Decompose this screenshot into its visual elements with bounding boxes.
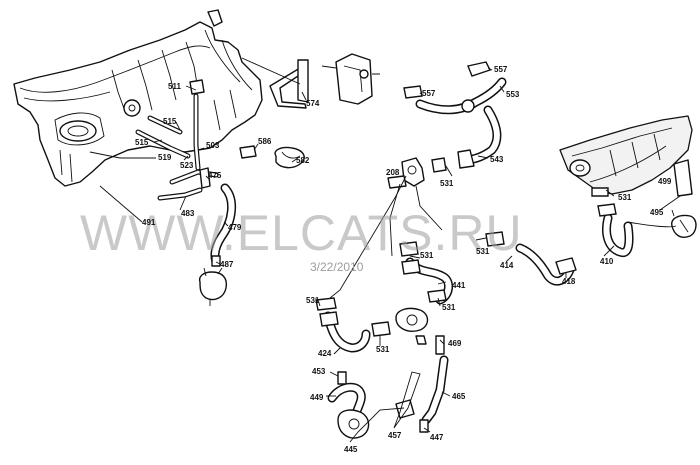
callout-418: 418: [562, 277, 576, 286]
hose-assembly-lower: [315, 241, 453, 439]
callout-475: 475: [208, 171, 222, 180]
callout-582: 582: [296, 156, 310, 165]
callout-586: 586: [258, 137, 272, 146]
callout-441: 441: [452, 281, 466, 290]
callout-523: 523: [180, 161, 194, 170]
callout-503: 503: [206, 141, 220, 150]
callout-557-left: 557: [422, 89, 436, 98]
callout-531-center-top: 531: [440, 179, 454, 188]
callout-519: 519: [158, 153, 172, 162]
callout-531-left: 531: [306, 296, 320, 305]
callout-465: 465: [452, 392, 466, 401]
callout-531-middle: 531: [420, 251, 434, 260]
callout-410: 410: [600, 257, 614, 266]
callout-531-right: 531: [618, 193, 632, 202]
callout-491: 491: [142, 218, 156, 227]
callout-453: 453: [312, 367, 326, 376]
callout-553: 553: [506, 90, 520, 99]
callout-449: 449: [310, 393, 324, 402]
callout-445: 445: [344, 445, 358, 454]
callout-447: 447: [430, 433, 444, 442]
callout-487: 487: [220, 260, 234, 269]
callout-574: 574: [306, 99, 320, 108]
callout-495: 495: [650, 208, 664, 217]
callout-515-left: 515: [135, 138, 149, 147]
callout-424: 424: [318, 349, 332, 358]
leader-lines: [89, 67, 681, 443]
callout-208: 208: [386, 168, 400, 177]
callout-414: 414: [500, 261, 514, 270]
callout-457: 457: [388, 431, 402, 440]
hose-assembly-553: [403, 61, 507, 173]
callout-479: 479: [228, 223, 242, 232]
thermostat-housing-208: [387, 157, 425, 189]
callout-469: 469: [448, 339, 462, 348]
date-stamp: 3/22/2010: [310, 260, 364, 274]
callout-499: 499: [658, 177, 672, 186]
callout-511: 511: [168, 82, 181, 91]
callout-531-bottom: 531: [376, 345, 390, 354]
callout-531-lower-right: 531: [442, 303, 456, 312]
hose-assembly-410: [485, 159, 697, 286]
intake-manifold: [13, 9, 263, 187]
callout-515-top: 515: [163, 117, 177, 126]
water-pump-cover: [559, 115, 693, 195]
callout-557-top: 557: [494, 65, 508, 74]
callout-531-hose: 531: [476, 247, 490, 256]
callout-labels: 511 515 515 519 523 503 574 586 582 475 …: [135, 65, 672, 454]
callout-483: 483: [181, 209, 195, 218]
vacuum-lines-left: [135, 93, 237, 306]
watermark-text: WWW.ELCATS.RU: [80, 205, 523, 261]
callout-543: 543: [490, 155, 504, 164]
bracket-574: [239, 53, 380, 169]
